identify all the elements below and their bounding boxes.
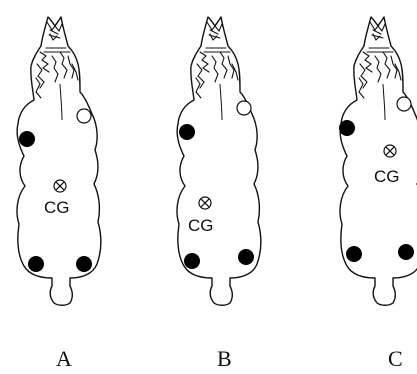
filled-support-point-rear-left-a xyxy=(28,256,44,272)
animal-outline-c xyxy=(340,17,417,305)
cg-label-c: CG xyxy=(374,167,400,186)
open-support-point-a xyxy=(77,109,91,123)
cg-label-a: CG xyxy=(44,198,70,217)
center-of-gravity-icon-c xyxy=(384,145,396,157)
open-support-point-c xyxy=(397,97,411,111)
open-support-point-b xyxy=(237,101,251,115)
center-of-gravity-icon-b xyxy=(199,197,211,209)
filled-support-point-front-c xyxy=(339,120,355,136)
center-of-gravity-icon-a xyxy=(54,180,66,192)
panel-b: CG B xyxy=(177,17,261,371)
filled-support-point-rear-right-c xyxy=(398,244,414,260)
filled-support-point-front-a xyxy=(19,131,35,147)
filled-support-point-rear-right-b xyxy=(238,249,254,265)
panel-letter-b: B xyxy=(217,346,232,371)
panel-letter-c: C xyxy=(388,346,403,371)
panel-letter-a: A xyxy=(56,346,72,371)
panel-a: CG A xyxy=(17,17,101,371)
filled-support-point-rear-right-a xyxy=(76,256,92,272)
cg-label-b: CG xyxy=(188,216,214,235)
filled-support-point-rear-left-b xyxy=(184,253,200,269)
filled-support-point-rear-left-c xyxy=(346,246,362,262)
panel-c: CG C xyxy=(339,17,417,371)
filled-support-point-front-b xyxy=(179,124,195,140)
